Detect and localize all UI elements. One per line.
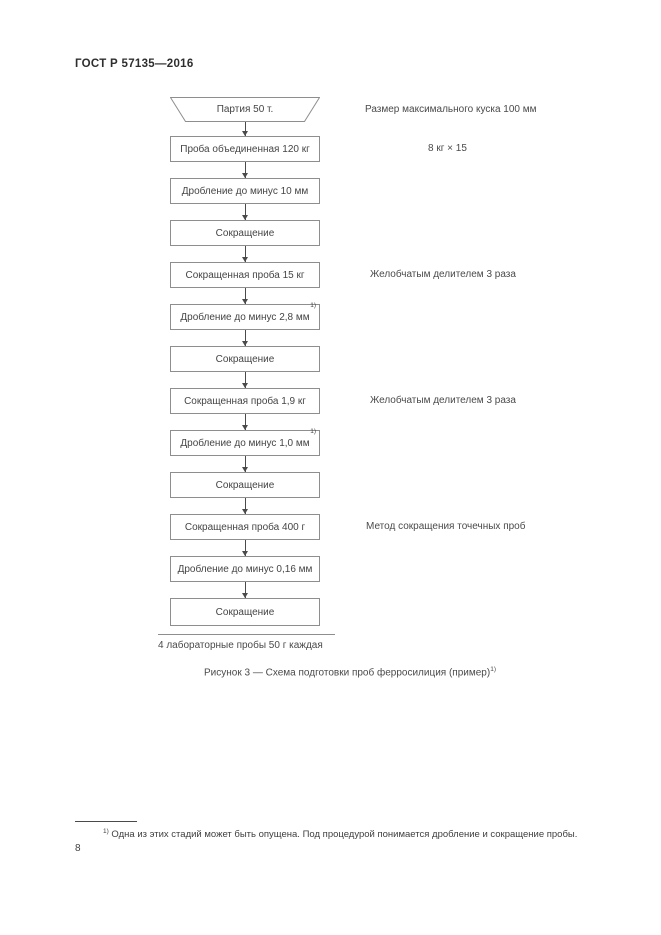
arrow-down-icon: [242, 372, 248, 388]
footnote: 1) Одна из этих стадий может быть опущен…: [75, 825, 600, 841]
flow-node-label: Дробление до минус 10 мм: [181, 185, 309, 197]
annotation-increment-reduction-method: Метод сокращения точечных проб: [366, 521, 526, 532]
flow-node-label: Сокращение: [215, 606, 275, 618]
flow-node-label: Дробление до минус 2,8 мм: [180, 311, 310, 323]
flow-node-crushing-1-0mm: Дробление до минус 1,0 мм 1): [170, 428, 320, 456]
annotation-riffle-divider-2: Желобчатым делителем 3 раза: [370, 395, 516, 406]
arrow-down-icon: [242, 456, 248, 472]
figure-caption-text: Рисунок 3 — Схема подготовки проб феррос…: [204, 667, 491, 679]
flow-node-label: Сокращенная проба 15 кг: [185, 269, 305, 281]
flow-node-label: Партия 50 т.: [216, 104, 274, 115]
flow-node-label: Сокращение: [215, 227, 275, 239]
annotation-increments: 8 кг × 15: [428, 143, 467, 154]
footnote-text: Одна из этих стадий может быть опущена. …: [108, 829, 578, 841]
document-header: ГОСТ Р 57135—2016: [75, 58, 194, 70]
arrow-down-icon: [242, 246, 248, 262]
arrow-down-icon: [242, 414, 248, 430]
arrow-down-icon: [242, 498, 248, 514]
flow-node-label: Дробление до минус 1,0 мм: [180, 437, 310, 449]
footnote-marker: 1): [103, 828, 109, 835]
flow-node-reduction-2: Сокращение: [170, 346, 320, 372]
trapezoid-shape: [170, 97, 320, 122]
flow-node-crushing-0-16mm: Дробление до минус 0,16 мм: [170, 556, 320, 582]
arrow-down-icon: [242, 330, 248, 346]
footnote-ref: 1): [310, 428, 316, 435]
arrow-down-icon: [242, 582, 248, 598]
flow-node-label: Сокращение: [215, 353, 275, 365]
flow-node-reduction-3: Сокращение: [170, 472, 320, 498]
footnote-divider: [75, 821, 137, 822]
arrow-down-icon: [242, 288, 248, 304]
flow-node-label: Проба объединенная 120 кг: [180, 143, 310, 155]
arrow-down-icon: [242, 204, 248, 220]
flow-node-reduced-sample-400g: Сокращенная проба 400 г: [170, 514, 320, 540]
result-divider: [158, 634, 335, 635]
annotation-max-piece-size: Размер максимального куска 100 мм: [365, 104, 537, 115]
flow-node-label: Сокращенная проба 400 г: [184, 521, 306, 533]
arrow-down-icon: [242, 122, 248, 136]
annotation-riffle-divider-1: Желобчатым делителем 3 раза: [370, 269, 516, 280]
flow-node-reduced-sample-15kg: Сокращенная проба 15 кг: [170, 262, 320, 288]
footnote-ref: 1): [490, 666, 496, 673]
flow-node-crushing-2-8mm: Дробление до минус 2,8 мм 1): [170, 302, 320, 330]
flow-node-reduction-1: Сокращение: [170, 220, 320, 246]
flow-node-reduction-4: Сокращение: [170, 598, 320, 626]
result-label: 4 лабораторные пробы 50 г каждая: [158, 640, 323, 651]
flow-node-label: Сокращенная проба 1,9 кг: [184, 395, 306, 407]
flow-node-reduced-sample-1-9kg: Сокращенная проба 1,9 кг: [170, 388, 320, 414]
page-number: 8: [75, 843, 81, 854]
arrow-down-icon: [242, 162, 248, 178]
figure-caption: Рисунок 3 — Схема подготовки проб феррос…: [90, 666, 610, 678]
flow-node-label: Сокращение: [215, 479, 275, 491]
flow-node-combined-sample: Проба объединенная 120 кг: [170, 136, 320, 162]
flow-node-crushing-10mm: Дробление до минус 10 мм: [170, 178, 320, 204]
footnote-ref: 1): [310, 302, 316, 309]
arrow-down-icon: [242, 540, 248, 556]
flow-node-label: Дробление до минус 0,16 мм: [177, 563, 313, 575]
flow-node-batch: Партия 50 т.: [170, 97, 320, 122]
